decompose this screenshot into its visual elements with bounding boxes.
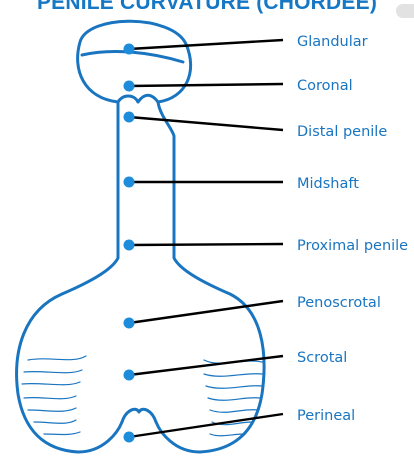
marker-dot-glandular [124, 44, 135, 55]
scrotal-rugae [22, 356, 262, 436]
marker-dot-coronal [124, 81, 135, 92]
leader-line-penoscrotal [129, 301, 283, 323]
perineal-notch [122, 409, 156, 422]
glans-outline [78, 21, 191, 102]
marker-dot-proximal-penile [124, 240, 135, 251]
leader-line-perineal [129, 414, 283, 437]
marker-dot-distal-penile [124, 112, 135, 123]
marker-dot-perineal [124, 432, 135, 443]
label-glandular: Glandular [297, 34, 368, 50]
label-coronal: Coronal [297, 78, 353, 94]
label-penoscrotal: Penoscrotal [297, 295, 381, 311]
label-scrotal: Scrotal [297, 350, 347, 366]
label-distal-penile: Distal penile [297, 124, 387, 140]
label-midshaft: Midshaft [297, 176, 359, 192]
leader-line-proximal-penile [129, 244, 283, 245]
marker-dot-midshaft [124, 177, 135, 188]
shaft-right [156, 102, 264, 452]
marker-dot-penoscrotal [124, 318, 135, 329]
label-proximal-penile: Proximal penile [297, 238, 408, 254]
leader-line-glandular [129, 40, 283, 49]
coronal-sulcus [118, 95, 158, 102]
leader-line-distal-penile [129, 117, 283, 130]
marker-dot-scrotal [124, 370, 135, 381]
leader-line-scrotal [129, 356, 283, 375]
leader-line-coronal [129, 84, 283, 86]
shaft-left [17, 102, 122, 452]
label-perineal: Perineal [297, 408, 355, 424]
